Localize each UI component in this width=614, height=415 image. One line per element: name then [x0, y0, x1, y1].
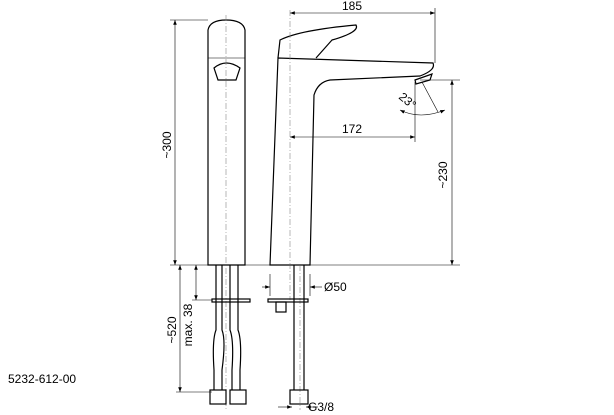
side-view	[267, 10, 435, 410]
dim-172: 172	[342, 122, 362, 136]
dim-diameter-50: Ø50	[324, 280, 347, 294]
dim-g3-8: G3/8	[308, 400, 334, 414]
dim-185: 185	[342, 0, 362, 13]
dim-300: ~300	[160, 131, 174, 158]
dim-max-38: max. 38	[181, 303, 195, 346]
dim-230: ~230	[436, 161, 450, 188]
part-number: 5232-612-00	[8, 372, 77, 386]
dimension-lines	[170, 8, 460, 409]
dim-520: ~520	[165, 316, 179, 343]
front-view	[207, 15, 251, 410]
dim-angle-23: 23°	[396, 90, 419, 113]
